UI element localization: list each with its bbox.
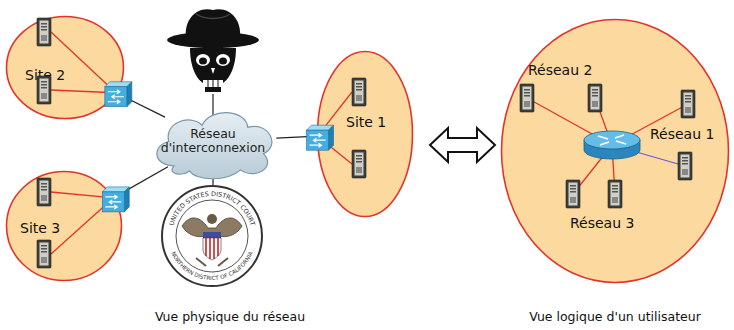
switch-icon xyxy=(105,82,132,107)
server-icon xyxy=(588,84,602,112)
server-icon xyxy=(608,180,622,208)
network-wire xyxy=(612,145,615,194)
cloud-label: Réseau d'interconnexion xyxy=(157,127,269,156)
seal-text: NORTHERN DISTRICT OF CALIFORNIA xyxy=(170,250,253,281)
network-label: Réseau 2 xyxy=(528,62,592,78)
node-outline xyxy=(316,50,414,218)
network-wire xyxy=(318,136,352,164)
network-wire xyxy=(595,98,612,145)
site-region: Site 2 xyxy=(5,15,125,120)
network-wire xyxy=(51,90,116,93)
network-wire xyxy=(527,98,612,145)
network-wire xyxy=(612,145,685,166)
server-icon xyxy=(37,178,51,206)
server-icon xyxy=(678,152,692,180)
network-link xyxy=(113,167,168,198)
network-wire xyxy=(573,145,612,194)
node-outline xyxy=(500,18,730,284)
attacker-icon xyxy=(167,9,259,92)
server-icon xyxy=(352,78,366,106)
network-wire xyxy=(612,104,688,145)
server-icon xyxy=(681,90,695,118)
network-label: Site 2 xyxy=(25,67,65,83)
router-icon xyxy=(584,131,640,159)
region-outline xyxy=(318,52,413,217)
interconnect-cloud: Réseau d'interconnexion xyxy=(148,103,278,179)
network-wire xyxy=(51,198,113,254)
site-region: Site 1 xyxy=(316,50,414,218)
network-link xyxy=(116,93,165,117)
site-region: Site 3 xyxy=(5,170,123,282)
server-icon xyxy=(520,84,534,112)
server-icon xyxy=(37,76,51,104)
region-outline xyxy=(7,17,124,119)
server-icon xyxy=(37,18,51,46)
network-wire xyxy=(51,192,113,198)
region-outline xyxy=(502,20,729,283)
network-link xyxy=(276,136,317,138)
cloud-outline xyxy=(157,113,272,179)
network-wire xyxy=(51,32,116,93)
switch-icon xyxy=(102,187,129,212)
network-label: Réseau 3 xyxy=(570,215,634,231)
network-label: Site 1 xyxy=(346,114,386,130)
court-seal xyxy=(162,186,262,286)
equivalence-arrow xyxy=(430,128,495,162)
logical-network: Réseau 2 Réseau 1 Réseau 3 xyxy=(500,18,730,284)
server-icon xyxy=(352,150,366,178)
network-label: Réseau 1 xyxy=(650,126,714,142)
switch-icon xyxy=(307,125,334,150)
view-caption: Vue logique d'un utilisateur xyxy=(500,309,730,324)
server-icon xyxy=(566,180,580,208)
network-wire xyxy=(318,92,352,136)
network-label: Site 3 xyxy=(20,220,60,236)
view-caption: Vue physique du réseau xyxy=(110,309,350,324)
server-icon xyxy=(37,240,51,268)
region-outline xyxy=(7,172,122,281)
seal-text: UNITED STATES DISTRICT COURT xyxy=(167,190,256,227)
